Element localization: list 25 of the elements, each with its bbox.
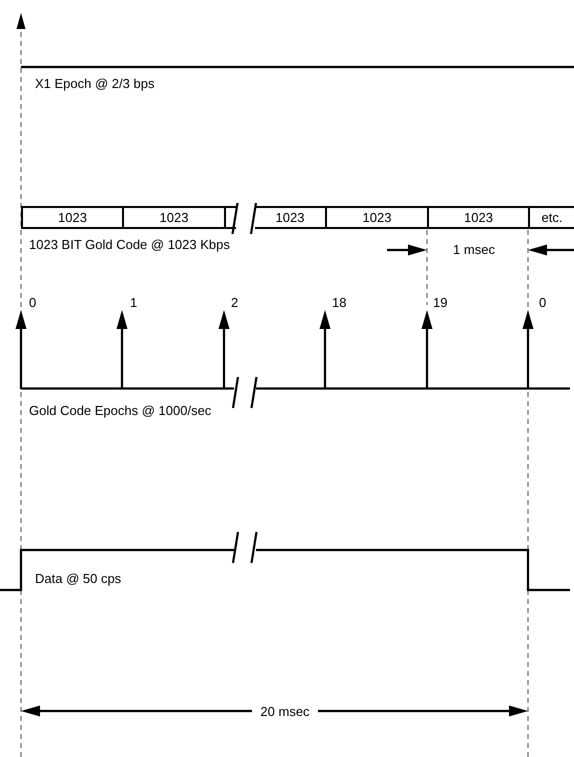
segment-label: 1023 (464, 210, 493, 225)
signal-label: Data @ 50 cps (35, 570, 122, 586)
epoch-number: 0 (29, 294, 36, 310)
code-segment (21, 206, 122, 229)
signal-label: 1023 BIT Gold Code @ 1023 Kbps (29, 236, 230, 252)
signal-label: Gold Code Epochs @ 1000/sec (29, 402, 212, 418)
segment-label: 1023 (58, 210, 87, 225)
segment-label: 1023 (362, 210, 392, 225)
epoch-number: 0 (539, 294, 546, 310)
code-segment (427, 206, 528, 229)
code-segment (224, 206, 236, 229)
dimension-label: 1 msec (453, 242, 495, 256)
code-segment (325, 206, 427, 229)
dimension-label: 20 msec (252, 704, 318, 718)
epoch-number: 2 (231, 294, 238, 310)
segment-label: 1023 (276, 210, 304, 225)
epoch-number: 19 (433, 294, 448, 310)
signal-label: X1 Epoch @ 2/3 bps (35, 76, 154, 90)
code-segment (528, 206, 574, 229)
code-segment (255, 206, 325, 229)
segment-label: 1023 (160, 210, 188, 225)
epoch-number: 1 (130, 294, 138, 310)
code-segment (122, 206, 224, 229)
segment-label: etc. (542, 210, 562, 225)
epoch-number: 18 (332, 294, 346, 310)
